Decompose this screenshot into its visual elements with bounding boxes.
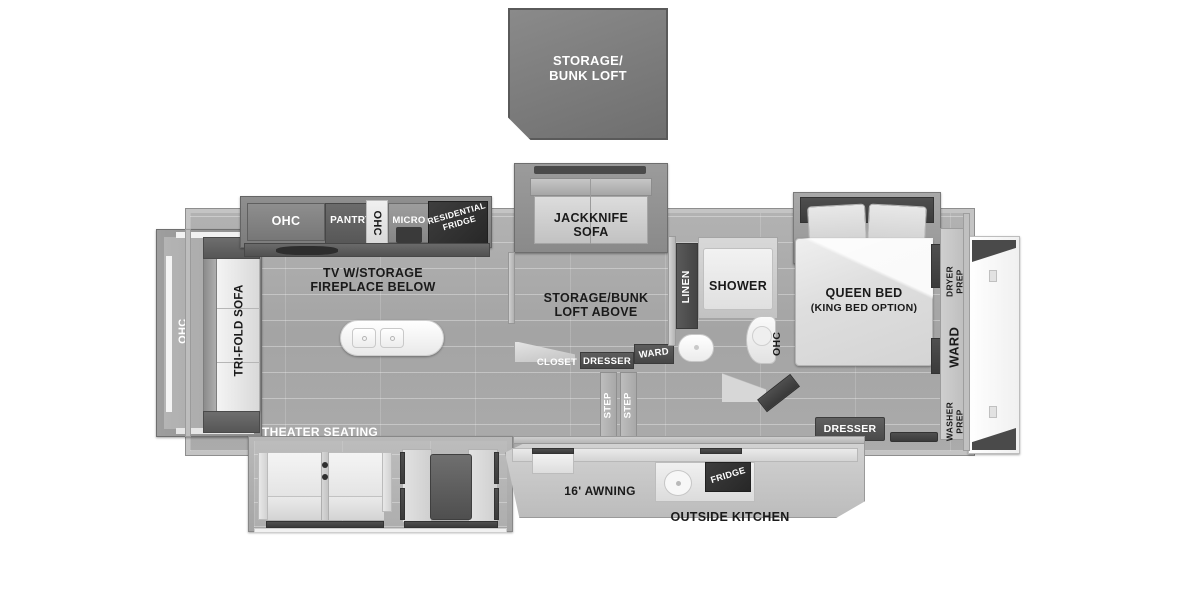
bed-duvet-fold bbox=[795, 238, 933, 366]
tri-fold-sofa-seam-1 bbox=[216, 308, 260, 309]
dinette-table bbox=[430, 454, 472, 520]
awning-arm-left-cap bbox=[532, 448, 574, 454]
jackknife-sofa-seat bbox=[534, 196, 648, 244]
residential-fridge bbox=[428, 201, 488, 247]
front-cap-left bbox=[185, 229, 191, 437]
theater-sofa-base bbox=[266, 521, 384, 528]
theater-sofa-divider bbox=[321, 452, 329, 520]
center-ward bbox=[634, 344, 674, 364]
theater-sofa-arm-left bbox=[258, 452, 268, 520]
theater-sofa-cup-1 bbox=[322, 462, 328, 468]
outside-kitchen-fridge bbox=[705, 462, 751, 492]
awning-arm-left bbox=[532, 452, 574, 474]
right-panel-latch-top bbox=[989, 270, 997, 282]
chassis-bottom-rail bbox=[513, 436, 865, 444]
theater-sofa-arm-right bbox=[382, 452, 392, 512]
dinette-rail-left-top bbox=[400, 452, 405, 484]
toilet bbox=[678, 334, 714, 362]
jackknife-slideout-trim bbox=[534, 166, 646, 174]
outside-kitchen-sink bbox=[664, 470, 692, 496]
tri-fold-sofa-back bbox=[203, 257, 217, 413]
sink-drain-left bbox=[362, 336, 367, 341]
left-slideout-trim-edge bbox=[166, 256, 172, 412]
dinette-booth-left bbox=[402, 449, 432, 523]
jackknife-sofa-seam bbox=[590, 178, 591, 244]
dinette-rail-right-bottom bbox=[494, 488, 499, 520]
left-slideout-trim-top bbox=[176, 232, 254, 238]
sink-drain-right bbox=[390, 336, 395, 341]
bedroom-bench bbox=[890, 432, 938, 442]
shower-pan bbox=[703, 248, 773, 310]
rear-wall-right bbox=[963, 213, 970, 451]
outside-kitchen-sink-drain bbox=[676, 481, 681, 486]
dinette-rail-left-bottom bbox=[400, 488, 405, 520]
awning-arm-right-cap bbox=[700, 448, 742, 454]
bath-sink-basin bbox=[752, 326, 772, 346]
bath-door-swing bbox=[722, 362, 766, 402]
kitchen-ohc-cabinet bbox=[247, 203, 325, 241]
kitchen-ohc-vertical-box bbox=[366, 200, 388, 248]
storage-bunk-loft-box bbox=[508, 8, 668, 140]
awning-rail bbox=[512, 448, 858, 462]
bath-wall-left bbox=[668, 236, 676, 346]
theater-slideout-bottom-trim bbox=[254, 528, 507, 533]
jackknife-sofa-back bbox=[530, 178, 652, 196]
tri-fold-sofa bbox=[216, 257, 260, 413]
linen-closet bbox=[676, 243, 698, 329]
center-wall-left bbox=[508, 252, 515, 324]
dinette-base bbox=[404, 521, 498, 528]
right-end-panel bbox=[968, 236, 1020, 454]
dinette-rail-right-top bbox=[494, 452, 499, 484]
tri-fold-sofa-seam-2 bbox=[216, 362, 260, 363]
theater-sofa-cup-2 bbox=[322, 474, 328, 480]
step-block-1 bbox=[600, 372, 617, 440]
right-panel-latch-bottom bbox=[989, 406, 997, 418]
cooktop-burners bbox=[396, 227, 422, 243]
center-dresser bbox=[580, 352, 634, 369]
step-block-2 bbox=[620, 372, 637, 440]
kitchen-counter-sink bbox=[276, 246, 338, 255]
toilet-flush bbox=[694, 345, 699, 350]
left-sofa-cap-bottom bbox=[203, 411, 260, 433]
